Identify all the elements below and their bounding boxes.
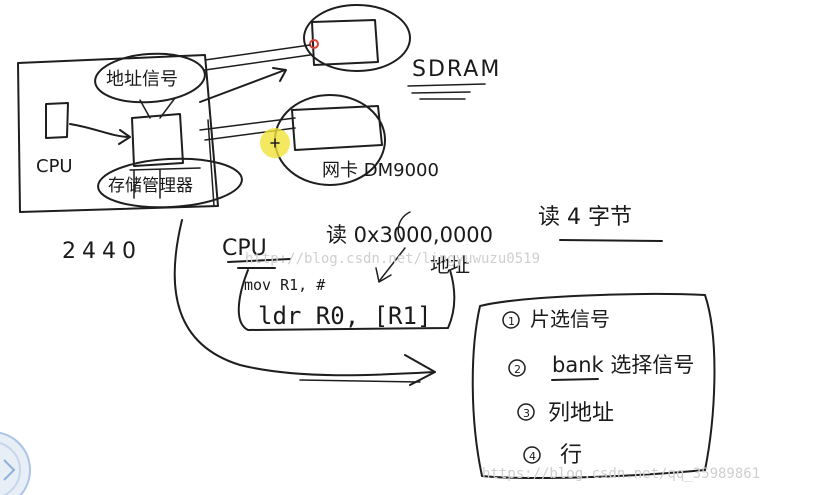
address-signal-ellipse (94, 52, 206, 104)
corner-widget-circle[interactable] (0, 431, 31, 495)
cursor-cross (270, 138, 280, 148)
long-arrow-to-signal-list (173, 219, 436, 377)
sdram-underline-2 (411, 91, 471, 94)
arrow-to-sdram (199, 69, 286, 103)
board-2440-group: CPU 地址信号 存储管理器 2440 (17, 52, 243, 264)
signal-item-4-number-circle (523, 446, 541, 464)
memory-controller-box (131, 113, 184, 167)
nic-group: 网卡 DM9000 (274, 94, 439, 186)
signal-item-4-text: 行 (560, 443, 582, 468)
cpu-to-controller-arrow-head (118, 129, 131, 145)
asm-box (237, 269, 456, 331)
cpu-box (45, 102, 69, 139)
signal-item-2-number: 2 (514, 363, 521, 376)
sdram-label: SDRAM (412, 57, 501, 82)
address-link-left (139, 99, 151, 119)
signal-item-2-number-circle (508, 359, 526, 377)
note-read-bytes-underline (559, 239, 663, 242)
note-read-address-bracket (397, 211, 411, 241)
watermark-center: http://blog.csdn.net/lingyuwuzu0519 (245, 251, 540, 267)
corner-widget-ring (0, 442, 21, 495)
cursor-marker (309, 39, 319, 49)
signal-list-group: 1 片选信号 2 bank 选择信号 3 列地址 4 行 (471, 293, 716, 479)
bus-to-nic-1 (199, 117, 296, 131)
sdram-chip-box (311, 19, 379, 66)
note-read-bytes: 读 4 字节 (538, 205, 632, 230)
signal-item-3-number-circle (517, 403, 535, 421)
note-address-arrow (379, 247, 406, 281)
cpu-label: CPU (36, 156, 73, 177)
board-divider-line (207, 119, 215, 207)
note-address-arrow-head (375, 267, 392, 283)
watermark-bottom-right: https://blog.csdn.net/qq_35989861 (482, 466, 760, 482)
signal-item-3: 3 列地址 (517, 401, 614, 426)
signal-item-3-text: 列地址 (548, 401, 614, 426)
board-2440-label: 2440 (62, 239, 142, 264)
board-outline (17, 54, 219, 213)
nic-label: 网卡 DM9000 (322, 160, 439, 181)
asm-line-1: mov R1, # (244, 276, 325, 294)
nic-chip-box (291, 105, 383, 151)
signal-item-1: 1 片选信号 (502, 307, 610, 331)
address-signal-label: 地址信号 (106, 69, 178, 90)
corner-widget-chevron-icon (3, 459, 16, 481)
signal-item-4: 4 行 (523, 443, 582, 468)
memory-manager-label: 存储管理器 (108, 176, 193, 196)
signal-item-1-number: 1 (508, 315, 515, 328)
address-link-right (159, 97, 176, 119)
memory-manager-ellipse (97, 157, 243, 209)
memory-manager-box-line (129, 167, 201, 199)
signal-item-2: 2 bank 选择信号 (508, 353, 694, 381)
cpu-to-controller-arrow (69, 123, 129, 138)
signal-item-1-text: 片选信号 (530, 307, 610, 331)
corner-widget[interactable] (0, 431, 31, 495)
signal-item-1-number-circle (502, 311, 520, 329)
signal-list-frame (471, 293, 716, 479)
bus-to-sdram-2 (204, 54, 311, 71)
sdram-group: SDRAM (303, 4, 501, 100)
sdram-underline-1 (407, 83, 486, 87)
long-arrow-head (404, 354, 436, 386)
signal-item-4-number: 4 (529, 450, 536, 463)
sdram-ellipse (303, 4, 411, 72)
asm-line-2: ldr R0, [R1] (258, 302, 431, 330)
signal-item-3-number: 3 (523, 407, 530, 420)
bus-to-sdram-1 (204, 44, 311, 61)
signal-item-2-text: bank 选择信号 (552, 353, 694, 377)
long-arrow-extra (299, 379, 421, 383)
note-read-address: 读 0x3000,0000 (326, 223, 493, 247)
note-cpu-underline (227, 258, 291, 263)
signal-item-2-underline (551, 378, 599, 381)
arrow-to-sdram-head (272, 67, 287, 82)
notes-group: CPU 读 0x3000,0000 读 4 字节 地址 mov R1, # ld… (222, 205, 663, 331)
note-cpu-word: CPU (222, 236, 267, 261)
